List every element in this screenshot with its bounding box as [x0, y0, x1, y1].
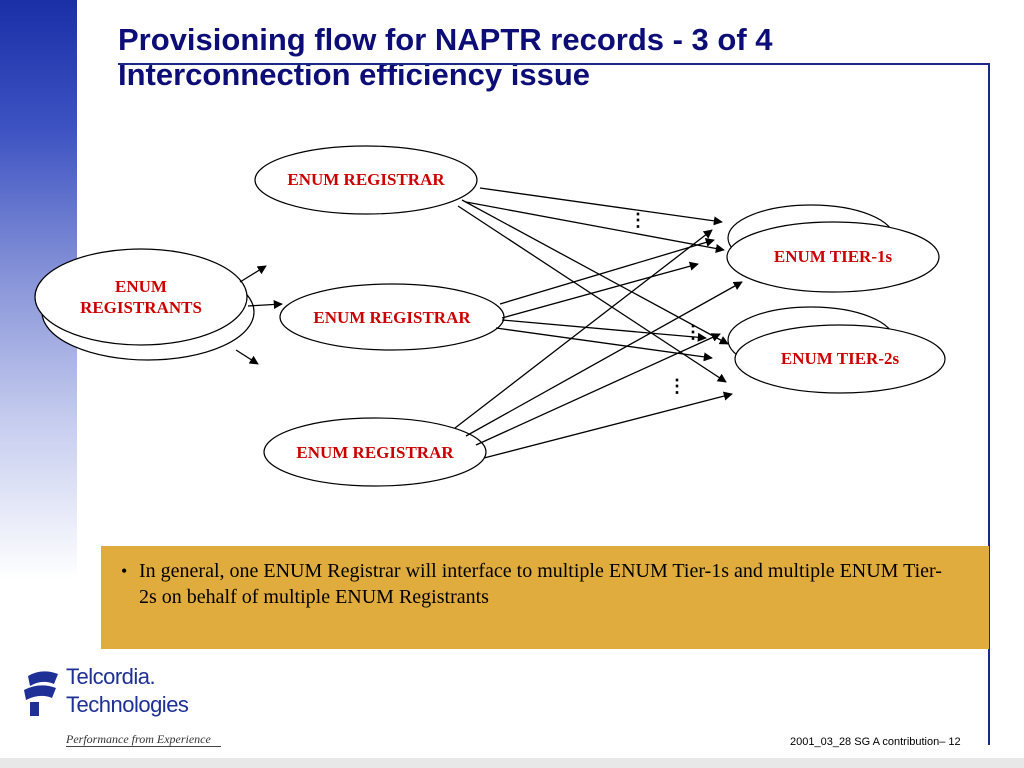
- arrow-top-to-tier1-b: [465, 201, 725, 253]
- slide-title: Provisioning flow for NAPTR records - 3 …: [118, 22, 773, 92]
- logo-word-technologies: Technologies: [66, 692, 189, 717]
- arrow-registrants-down: [235, 349, 259, 365]
- title-line-2: Interconnection efficiency issue: [118, 57, 591, 92]
- registrants-ellipse: [34, 248, 248, 346]
- logo-divider: [66, 746, 221, 747]
- registrar-top-ellipse: [254, 145, 478, 215]
- registrar-top-label: ENUM REGISTRAR: [287, 170, 445, 189]
- right-border-rule: [988, 63, 990, 745]
- arrow-registrants-up: [239, 265, 267, 283]
- arrow-top-to-tier1-a: [479, 187, 723, 226]
- bottom-bar: [0, 758, 1024, 768]
- tier2-ellipse: [734, 324, 946, 394]
- telcordia-mark-icon: [24, 671, 58, 716]
- ellipsis-tier2: ⋮: [668, 376, 686, 396]
- note-text: In general, one ENUM Registrar will inte…: [139, 560, 942, 608]
- arrow-middle-to-tier2-a: [501, 319, 707, 342]
- ellipsis-middle: ⋮: [684, 322, 702, 342]
- note-text-block: • In general, one ENUM Registrar will in…: [121, 558, 959, 610]
- arrow-bottom-to-tier2-b: [483, 391, 733, 459]
- ellipsis-tier1: ⋮: [629, 210, 647, 230]
- registrar-bottom-label: ENUM REGISTRAR: [296, 443, 454, 462]
- title-line-1: Provisioning flow for NAPTR records - 3 …: [118, 22, 773, 57]
- logo-tagline: Performance from Experience: [66, 732, 211, 746]
- note-box: • In general, one ENUM Registrar will in…: [101, 546, 989, 649]
- arrow-top-to-tier2-a: [461, 199, 729, 345]
- note-bullet: •: [121, 561, 128, 581]
- arrow-bottom-to-tier1-a: [454, 229, 713, 429]
- arrow-bottom-to-tier2-a: [475, 333, 721, 446]
- registrants-label-line-2: REGISTRANTS: [80, 298, 202, 317]
- tier1-ellipse: [726, 221, 940, 293]
- title-rule: [118, 63, 989, 65]
- arrow-middle-to-tier1-a: [499, 237, 715, 305]
- registrants-label: ENUM REGISTRANTS: [47, 276, 235, 318]
- registrar-bottom-ellipse: [263, 417, 487, 487]
- arrow-middle-to-tier2-b: [495, 327, 713, 362]
- arrow-bottom-to-tier1-b: [465, 281, 743, 437]
- arrow-middle-to-tier1-b: [501, 261, 699, 319]
- registrants-label-line-1: ENUM: [115, 277, 167, 296]
- registrar-middle-label: ENUM REGISTRAR: [313, 308, 471, 327]
- telcordia-logo: Telcordia. Technologies Performance from…: [20, 664, 230, 754]
- arrow-top-to-tier2-b: [457, 205, 727, 383]
- arrow-registrants-right: [247, 299, 283, 310]
- logo-word-telcordia: Telcordia.: [66, 664, 156, 689]
- footer-text: 2001_03_28 SG A contribution– 12: [790, 736, 961, 748]
- tier2-label: ENUM TIER-2s: [780, 349, 900, 368]
- tier1-label: ENUM TIER-1s: [773, 247, 893, 266]
